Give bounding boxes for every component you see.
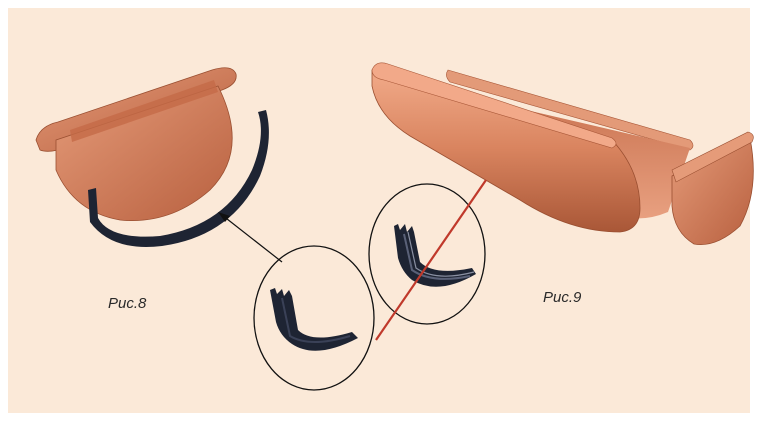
caption-figure-8: Рис.8	[108, 295, 147, 312]
caption-figure-9: Рис.9	[543, 289, 582, 306]
